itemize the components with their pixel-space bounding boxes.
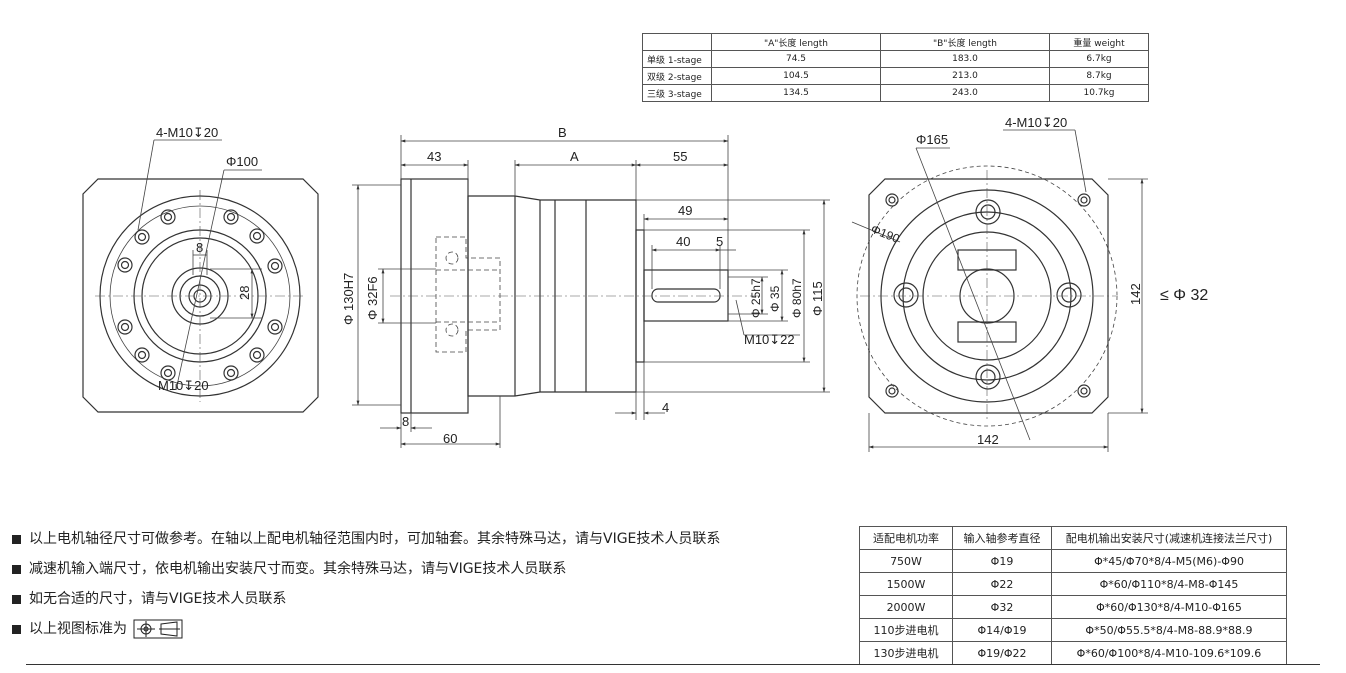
motor-header-power: 适配电机功率 — [859, 526, 953, 550]
motor-power: 750W — [859, 549, 953, 573]
rear-max-shaft: ≤ Φ 32 — [1160, 287, 1208, 304]
motor-row: 110步进电机 Φ14/Φ19 Φ*50/Φ55.5*8/4-M8-88.9*8… — [859, 618, 1287, 642]
front-bolt-label: 4-M10↧20 — [156, 125, 218, 140]
front-phi100: Φ100 — [226, 154, 258, 169]
motor-mount: Φ*60/Φ130*8/4-M10-Φ165 — [1051, 595, 1287, 619]
front-dim-28: 28 — [237, 286, 252, 300]
side-dim-60: 60 — [443, 431, 457, 446]
spec-weight: 10.7kg — [1049, 84, 1149, 102]
rear-pcd-circle — [856, 165, 1118, 427]
motor-header-mount: 配电机输出安装尺寸(减速机连接法兰尺寸) — [1051, 526, 1287, 550]
motor-power: 2000W — [859, 595, 953, 619]
front-dim-8: 8 — [196, 240, 203, 255]
side-view: B 43 A 55 49 40 5 Φ 130H7 Φ 32F6 Φ 25h7 — [341, 125, 830, 448]
motor-power: 1500W — [859, 572, 953, 596]
note-text: 以上电机轴径尺寸可做参考。在轴以上配电机轴径范围内时，可加轴套。其余特殊马达，请… — [29, 531, 721, 547]
motor-shaft: Φ14/Φ19 — [952, 618, 1052, 642]
motor-compat-table: 适配电机功率 输入轴参考直径 配电机输出安装尺寸(减速机连接法兰尺寸) 750W… — [859, 526, 1287, 665]
rear-bolt-label: 4-M10↧20 — [1005, 115, 1067, 130]
rear-dim-142-vertical: 142 — [1128, 283, 1143, 305]
rear-view: Φ165 4-M10↧20 Φ190 142 ≤ Φ 32 142 — [851, 115, 1208, 452]
rear-phi190: Φ190 — [869, 222, 902, 246]
side-output-shaft — [643, 269, 729, 322]
side-m10-label: M10↧22 — [744, 332, 795, 347]
motor-row: 130步进电机 Φ19/Φ22 Φ*60/Φ100*8/4-M10-109.6*… — [859, 641, 1287, 665]
note-item: 以上电机轴径尺寸可做参考。在轴以上配电机轴径范围内时，可加轴套。其余特殊马达，请… — [12, 524, 720, 554]
side-dim-43: 43 — [427, 149, 441, 164]
note-item: 减速机输入端尺寸，依电机输出安装尺寸而变。其余特殊马达，请与VIGE技术人员联系 — [12, 554, 720, 584]
motor-shaft: Φ19 — [952, 549, 1052, 573]
rear-bolt-holes — [885, 193, 1091, 398]
rear-phi165: Φ165 — [916, 132, 948, 147]
side-dim-A: A — [570, 149, 579, 164]
motor-mount: Φ*60/Φ110*8/4-M8-Φ145 — [1051, 572, 1287, 596]
motor-power: 110步进电机 — [859, 618, 953, 642]
stage-spec-table: "A"长度 length "B"长度 length 重量 weight 单级 1… — [642, 33, 1149, 102]
motor-header-row: 适配电机功率 输入轴参考直径 配电机输出安装尺寸(减速机连接法兰尺寸) — [859, 526, 1287, 550]
spec-header-row: "A"长度 length "B"长度 length 重量 weight — [642, 33, 1149, 51]
spec-row: 三级 3-stage 134.5 243.0 10.7kg — [642, 84, 1149, 102]
motor-row: 2000W Φ32 Φ*60/Φ130*8/4-M10-Φ165 — [859, 595, 1287, 619]
motor-mount: Φ*60/Φ100*8/4-M10-109.6*109.6 — [1051, 641, 1287, 665]
side-dim-8: 8 — [402, 414, 409, 429]
bottom-rule — [26, 664, 1320, 665]
technical-drawing: 8 28 4-M10↧20 Φ100 M10↧20 — [82, 115, 1208, 452]
note-item: 以上视图标准为 — [12, 614, 720, 644]
motor-shaft: Φ19/Φ22 — [952, 641, 1052, 665]
motor-mount: Φ*45/Φ70*8/4-M5(M6)-Φ90 — [1051, 549, 1287, 573]
notes-list: 以上电机轴径尺寸可做参考。在轴以上配电机轴径范围内时，可加轴套。其余特殊马达，请… — [12, 524, 720, 644]
bullet-icon — [12, 534, 21, 544]
front-view: 8 28 4-M10↧20 Φ100 M10↧20 — [82, 125, 319, 413]
side-dim-5: 5 — [716, 234, 723, 249]
motor-header-shaft: 输入轴参考直径 — [952, 526, 1052, 550]
note-text: 如无合适的尺寸，请与VIGE技术人员联系 — [29, 591, 287, 607]
bullet-icon — [12, 594, 21, 604]
note-item: 如无合适的尺寸，请与VIGE技术人员联系 — [12, 584, 720, 614]
side-dim-4: 4 — [662, 400, 669, 415]
note-text: 以上视图标准为 — [29, 621, 127, 637]
side-phi32: Φ 32F6 — [365, 276, 380, 320]
side-phi130: Φ 130H7 — [341, 273, 356, 325]
side-dim-B: B — [558, 125, 567, 140]
projection-symbol-icon — [133, 619, 183, 639]
rear-flange-outline — [868, 178, 1109, 414]
front-flange-outline — [82, 178, 319, 413]
rear-dim-142-horizontal: 142 — [977, 432, 999, 447]
motor-mount: Φ*50/Φ55.5*8/4-M8-88.9*88.9 — [1051, 618, 1287, 642]
motor-shaft: Φ22 — [952, 572, 1052, 596]
side-phi35: Φ 35 — [768, 285, 782, 312]
motor-row: 750W Φ19 Φ*45/Φ70*8/4-M5(M6)-Φ90 — [859, 549, 1287, 573]
front-bolt-holes — [117, 209, 283, 381]
side-phi80: Φ 80h7 — [790, 278, 804, 318]
bullet-icon — [12, 624, 21, 634]
side-phi25: Φ 25h7 — [749, 278, 763, 318]
bullet-icon — [12, 564, 21, 574]
side-keyway — [651, 288, 721, 303]
motor-power: 130步进电机 — [859, 641, 953, 665]
front-bottom-bolt: M10↧20 — [158, 378, 209, 393]
side-phi115: Φ 115 — [810, 281, 825, 316]
motor-row: 1500W Φ22 Φ*60/Φ110*8/4-M8-Φ145 — [859, 572, 1287, 596]
side-dim-40: 40 — [676, 234, 690, 249]
side-dim-49: 49 — [678, 203, 692, 218]
note-text: 减速机输入端尺寸，依电机输出安装尺寸而变。其余特殊马达，请与VIGE技术人员联系 — [29, 561, 567, 577]
side-dim-55: 55 — [673, 149, 687, 164]
motor-shaft: Φ32 — [952, 595, 1052, 619]
